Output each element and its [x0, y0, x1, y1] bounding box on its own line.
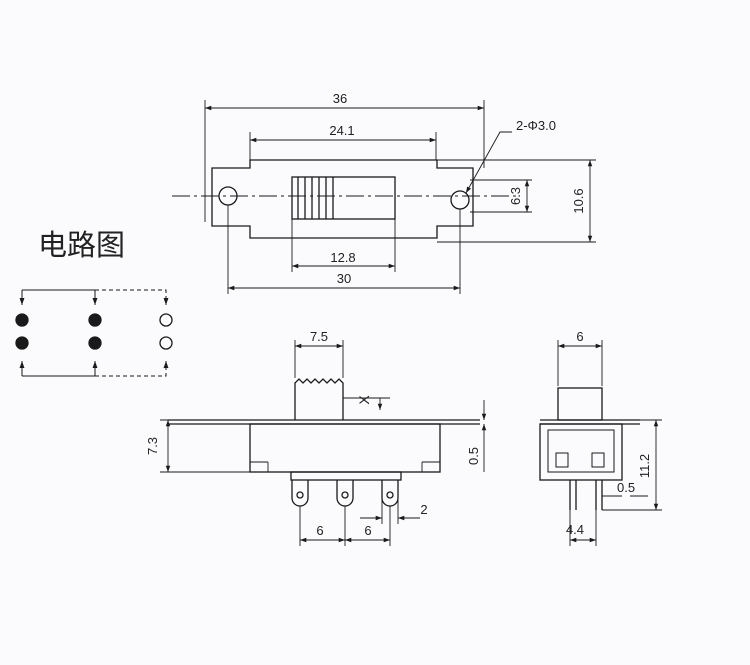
slider-knob: [294, 378, 344, 420]
end-view-knob: [557, 387, 603, 421]
contact-closed-2: [15, 336, 29, 350]
label-end-knob-width: 6: [576, 329, 583, 344]
label-knob-width: 7.5: [310, 329, 328, 344]
label-knob-mark: X: [356, 395, 372, 405]
slider-slot: [291, 176, 396, 220]
contact-closed-4: [88, 336, 102, 350]
label-hole-spacing: 30: [337, 271, 351, 286]
label-pin-width: 2: [420, 502, 427, 517]
contact-open-1: [159, 313, 173, 327]
top-view: [172, 100, 596, 294]
label-pin-spacing: 4.4: [566, 522, 584, 537]
label-slider-width: 12.8: [330, 250, 355, 265]
label-pin-pitch-1: 6: [316, 523, 323, 538]
label-plate-thickness: 0.5: [466, 447, 481, 465]
circuit-diagram: [15, 289, 173, 377]
pin-1: [291, 480, 309, 507]
label-body-height: 7.3: [145, 437, 160, 455]
contact-closed-3: [88, 313, 102, 327]
end-view: [539, 340, 662, 546]
label-hole-spec: 2-Φ3.0: [516, 118, 556, 133]
end-view-body: [539, 423, 623, 481]
hole-spec-leader: [465, 131, 512, 194]
label-slot-length: 24.1: [329, 123, 354, 138]
side-view: [160, 340, 487, 546]
label-overall-length: 36: [333, 91, 347, 106]
switch-body: [249, 423, 441, 473]
label-height: 10.6: [571, 188, 586, 213]
label-total-height: 11.2: [637, 454, 652, 478]
contact-closed-1: [15, 313, 29, 327]
pin-2: [336, 480, 354, 507]
labels: 电路图 36 24.1 2-Φ3.0 12.8 30 6.3 10.6 7.5 …: [38, 91, 652, 538]
switch-base: [290, 471, 402, 481]
pin-3: [381, 480, 399, 507]
mounting-plate-outline: [211, 159, 474, 239]
circuit-title: 电路图: [38, 228, 125, 262]
contact-open-2: [159, 336, 173, 350]
label-hole-offset: 6.3: [508, 187, 523, 205]
mounting-hole-right: [450, 190, 470, 210]
label-pin-pitch-2: 6: [364, 523, 371, 538]
label-end-plate-thickness: 0.5: [617, 480, 635, 495]
